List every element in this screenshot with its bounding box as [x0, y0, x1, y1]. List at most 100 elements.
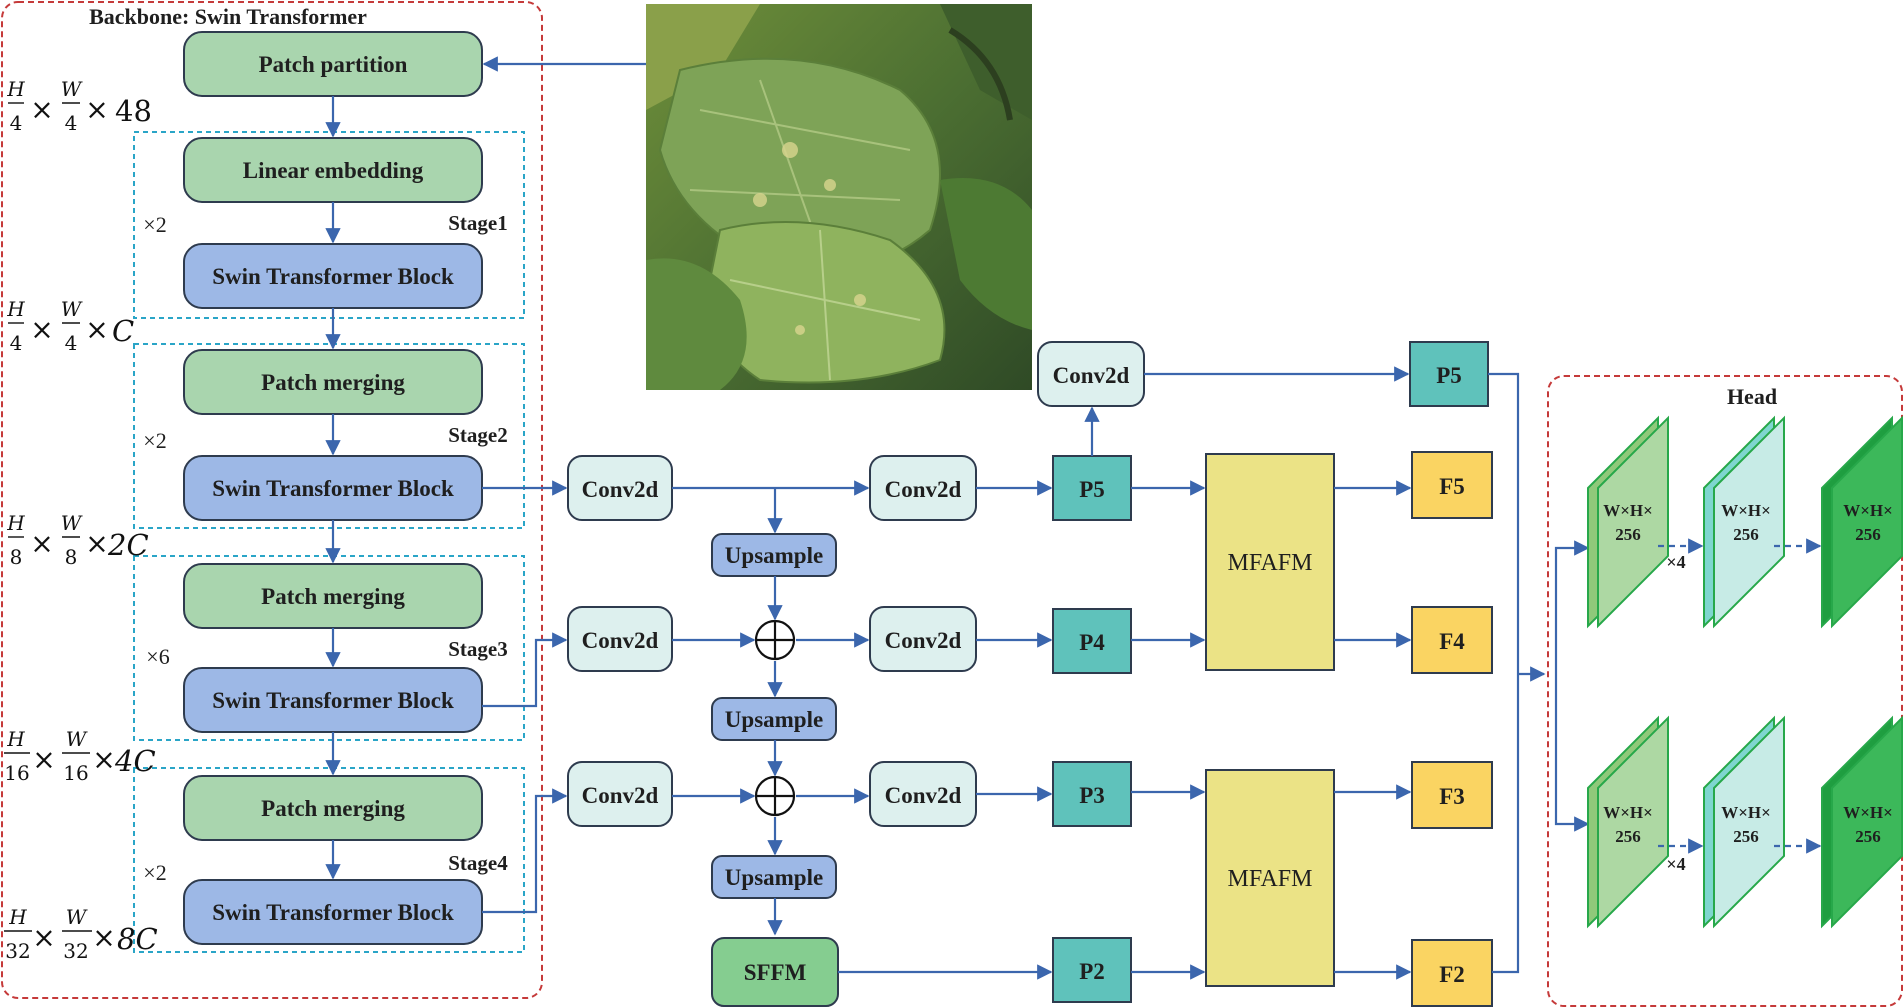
- mfafm-block-1: [1205, 453, 1335, 671]
- p5-label: P5: [1079, 477, 1105, 502]
- p5-top-label: P5: [1436, 363, 1462, 388]
- svg-text:4C: 4C: [114, 744, 156, 778]
- swin-block-3-label: Swin Transformer Block: [212, 688, 454, 713]
- head-featuremap-1c: W×H× 256: [1821, 415, 1903, 629]
- svg-text:4: 4: [10, 111, 23, 135]
- stage1-label: Stage1: [448, 211, 508, 235]
- svg-text:H: H: [8, 905, 27, 929]
- svg-text:×: ×: [32, 921, 55, 954]
- stage2-border: [133, 343, 525, 529]
- svg-text:×: ×: [30, 313, 53, 346]
- svg-text:×: ×: [32, 743, 55, 776]
- add-node-2: [754, 775, 796, 817]
- output-conv2d-2-label: Conv2d: [885, 628, 962, 653]
- svg-text:×: ×: [30, 527, 53, 560]
- swin-block-4-label: Swin Transformer Block: [212, 900, 454, 925]
- p2-node: [1052, 937, 1132, 1003]
- p4-node: [1052, 608, 1132, 674]
- svg-text:256: 256: [1733, 525, 1759, 544]
- lateral-conv2d-3: [567, 761, 673, 827]
- svg-text:256: 256: [1855, 827, 1881, 846]
- edge-swin3-to-lateral2: [482, 632, 568, 708]
- backbone-border: [1, 1, 543, 999]
- svg-text:4: 4: [65, 111, 78, 135]
- stage2-repeat: ×2: [143, 428, 166, 453]
- svg-text:H: H: [6, 511, 25, 535]
- svg-text:8: 8: [10, 545, 23, 569]
- p4-label: P4: [1079, 630, 1105, 655]
- stage4-repeat: ×2: [143, 860, 166, 885]
- svg-text:W×H×: W×H×: [1721, 803, 1771, 822]
- svg-text:H: H: [6, 727, 25, 751]
- patch-partition-label: Patch partition: [259, 52, 408, 77]
- svg-text:8: 8: [65, 545, 78, 569]
- add-node-1: [754, 619, 796, 661]
- stage4-label: Stage4: [448, 851, 508, 875]
- sffm-label: SFFM: [744, 960, 807, 985]
- output-conv2d-1-label: Conv2d: [885, 477, 962, 502]
- svg-text:W: W: [66, 905, 88, 929]
- upsample-1-label: Upsample: [725, 543, 823, 568]
- patch-merging-2-label: Patch merging: [261, 584, 405, 609]
- dim-label-3: H 8 × W 8 × 2C: [6, 511, 148, 569]
- stage3-repeat: ×6: [146, 644, 169, 669]
- svg-text:256: 256: [1615, 827, 1641, 846]
- svg-text:32: 32: [5, 939, 30, 963]
- svg-text:48: 48: [115, 94, 152, 128]
- mfafm-1-label: MFAFM: [1228, 550, 1313, 576]
- head-featuremap-1b: W×H× 256: [1703, 415, 1785, 629]
- mfafm-2-label: MFAFM: [1228, 866, 1313, 892]
- edge-swin4-to-lateral3: [482, 788, 568, 914]
- stage2-label: Stage2: [448, 423, 508, 447]
- f5-label: F5: [1439, 474, 1465, 499]
- head-featuremap-2a: W×H× 256: [1587, 715, 1669, 929]
- svg-text:16: 16: [63, 761, 88, 785]
- svg-text:×: ×: [85, 313, 108, 346]
- backbone-title: Backbone: Swin Transformer: [89, 4, 367, 29]
- svg-text:×: ×: [85, 93, 108, 126]
- lateral-conv2d-3-label: Conv2d: [582, 783, 659, 808]
- svg-text:W×H×: W×H×: [1721, 501, 1771, 520]
- svg-text:C: C: [112, 314, 134, 348]
- p5-top-node: [1409, 341, 1489, 407]
- svg-text:W×H×: W×H×: [1603, 803, 1653, 822]
- stage3-label: Stage3: [448, 637, 508, 661]
- head-featuremap-2c: W×H× 256: [1821, 715, 1903, 929]
- svg-text:H: H: [6, 297, 25, 321]
- edge-head-to-branch2: [1554, 674, 1590, 832]
- svg-text:256: 256: [1855, 525, 1881, 544]
- svg-text:W: W: [61, 511, 83, 535]
- p2-label: P2: [1079, 959, 1105, 984]
- f2-node: [1411, 939, 1493, 1007]
- head-featuremap-2b: W×H× 256: [1703, 715, 1785, 929]
- linear-embedding-label: Linear embedding: [243, 158, 424, 183]
- head-title: Head: [1727, 384, 1777, 409]
- p3-label: P3: [1079, 783, 1105, 808]
- head-border: [1547, 375, 1903, 1007]
- f2-label: F2: [1439, 962, 1465, 987]
- f5-node: [1411, 451, 1493, 519]
- svg-text:256: 256: [1733, 827, 1759, 846]
- svg-text:8C: 8C: [117, 922, 158, 956]
- swin-block-2-label: Swin Transformer Block: [212, 476, 454, 501]
- lateral-conv2d-1-label: Conv2d: [582, 477, 659, 502]
- dim-label-4: H 16 × W 16 × 4C: [4, 727, 156, 785]
- svg-text:16: 16: [4, 761, 29, 785]
- svg-text:W: W: [61, 77, 83, 101]
- stage3-border: [133, 555, 525, 741]
- svg-text:4: 4: [10, 331, 23, 355]
- f4-node: [1411, 606, 1493, 674]
- dim-label-2: H 4 × W 4 × C: [6, 297, 134, 355]
- head-repeat-2: ×4: [1666, 854, 1685, 874]
- f4-label: F4: [1439, 629, 1465, 654]
- f3-label: F3: [1439, 784, 1465, 809]
- upsample-3-label: Upsample: [725, 865, 823, 890]
- svg-text:×: ×: [92, 921, 115, 954]
- svg-text:32: 32: [63, 939, 88, 963]
- stage4-border: [133, 767, 525, 953]
- dim-label-5: H 32 × W 32 × 8C: [4, 905, 158, 963]
- mfafm-block-2: [1205, 769, 1335, 987]
- output-conv2d-3-label: Conv2d: [885, 783, 962, 808]
